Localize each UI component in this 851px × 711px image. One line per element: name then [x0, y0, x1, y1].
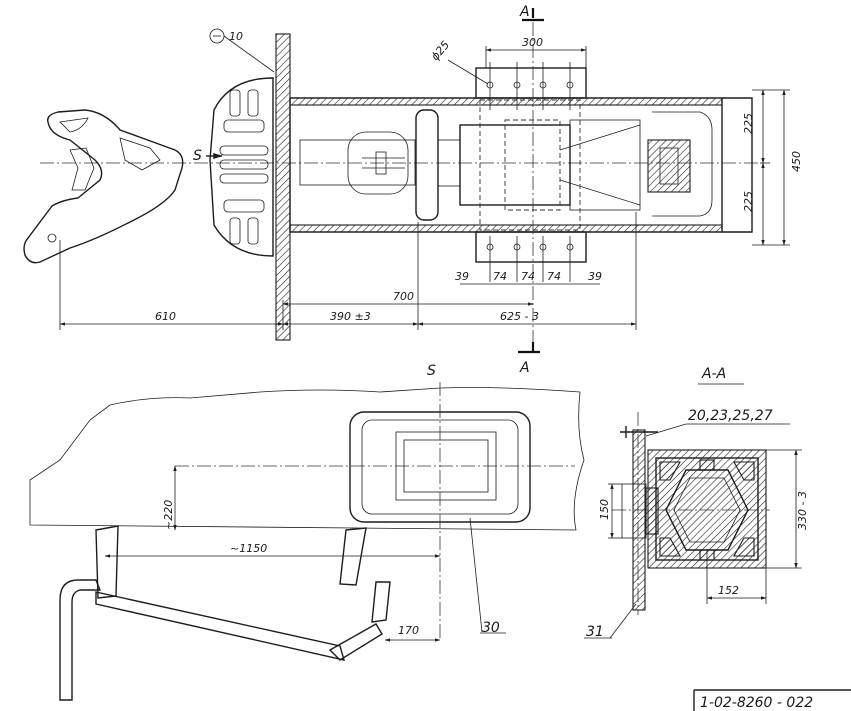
dim-left-150: 150: [598, 499, 611, 520]
release-handle: [59, 579, 102, 701]
mounting-wall: [275, 33, 291, 341]
section-title: A-A: [701, 366, 726, 382]
section-cut-top: [522, 8, 544, 22]
body-outline: [29, 387, 585, 531]
parts-callout: 20,23,25,27: [688, 408, 773, 424]
dim-right-upper: 225: [742, 113, 755, 134]
bottom-bolt-plate: [475, 231, 587, 263]
dim-bolt-edge-right: 39: [588, 270, 602, 283]
section-marker-top: A: [519, 4, 530, 20]
title-block: 1-02-8260 - 022: [693, 689, 851, 711]
dim-height: ~220: [162, 500, 175, 530]
drawing-number: 1-02-8260 - 022: [700, 695, 813, 711]
dim-right-total: 450: [790, 151, 803, 172]
dim-bolt-pitch-2: 74: [521, 270, 535, 283]
callout-30: 30: [482, 620, 500, 636]
dim-right-lower: 225: [742, 191, 755, 212]
section-view: A-A 150 330 - 3: [584, 366, 809, 640]
coupling-arm: [23, 109, 184, 264]
section-marker-bottom: A: [519, 360, 530, 376]
dim-right-330: 330 - 3: [796, 491, 809, 530]
dim-390: 390 ±3: [330, 310, 371, 323]
plan-axis-label: S: [193, 148, 202, 164]
callout-31: 31: [586, 624, 604, 640]
dim-700: 700: [393, 290, 414, 303]
plan-view: A A S 10 ϕ25 300 225 225 450 39 74 74 74…: [23, 4, 803, 376]
top-bolt-plate: [475, 67, 587, 99]
dim-625: 625 - 3: [500, 310, 539, 323]
dim-bolt-edge-left: 39: [455, 270, 469, 283]
bolt-holes: [486, 62, 574, 282]
draft-gear-head: [209, 77, 274, 257]
weld-value: 10: [229, 30, 243, 43]
hole-diameter-label: ϕ25: [429, 38, 453, 63]
dim-610: 610: [155, 310, 176, 323]
dim-top-width: 300: [522, 36, 543, 49]
side-axis-label: S: [427, 363, 436, 379]
dim-bolt-pitch-3: 74: [547, 270, 561, 283]
dim-span: ~1150: [230, 542, 267, 555]
dim-bottom-152: 152: [718, 584, 739, 597]
dim-bolt-pitch-1: 74: [493, 270, 507, 283]
side-view: S ~220 ~1150 170 30: [29, 363, 585, 701]
section-wall-plate: [632, 429, 646, 611]
dim-offset: 170: [398, 624, 419, 637]
